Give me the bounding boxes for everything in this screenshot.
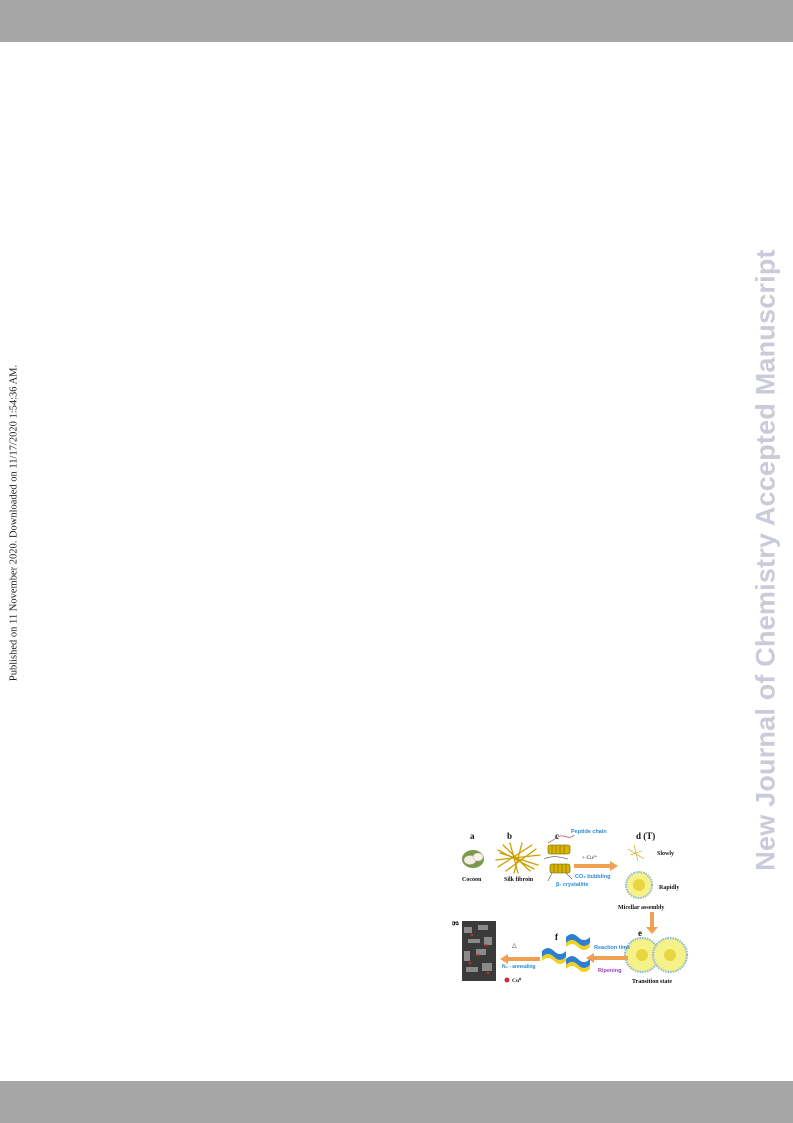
assembly-arrow xyxy=(646,912,658,934)
panel-letter-f: f xyxy=(555,932,559,942)
panel-letter-d: d (T) xyxy=(636,831,655,841)
silk-fibroin-label: Silk fibroin xyxy=(504,877,534,883)
ripening-label: Ripening xyxy=(598,968,622,974)
porous-carbon-illustration xyxy=(462,921,496,981)
n2-annealing-label: N₂ - annealing xyxy=(502,964,536,970)
panel-letter-e: e xyxy=(638,928,642,938)
journal-watermark: New Journal of Chemistry Accepted Manusc… xyxy=(750,249,781,871)
header-bar xyxy=(0,0,793,42)
beta-crystallite-illustration xyxy=(543,834,575,882)
transition-state-label: Transition state xyxy=(632,979,672,985)
cu-ion-label: + Cu²⁺ xyxy=(582,854,598,861)
ripening-arrow xyxy=(586,953,628,963)
synthesis-scheme-figure: a b c d (T) e f g Cocoon Silk fibroin xyxy=(448,815,708,995)
panel-letter-c: c xyxy=(555,831,559,841)
footer-bar xyxy=(0,1081,793,1123)
silk-fibroin-illustration xyxy=(495,842,541,874)
bubbling-arrow xyxy=(574,861,618,871)
peptide-chain-label: Peptide chain xyxy=(571,829,607,835)
rapidly-label: Rapidly xyxy=(659,885,679,891)
beta-crystallite-label: β- crystallite xyxy=(556,882,588,888)
cocoon-illustration xyxy=(462,850,484,868)
cocoon-label: Cocoon xyxy=(462,877,482,883)
publication-note: Published on 11 November 2020. Downloade… xyxy=(8,364,20,682)
slowly-label: Slowly xyxy=(657,851,674,857)
co2-bubbling-label: CO₂ bubbling xyxy=(575,874,610,880)
delta-label: △ xyxy=(512,943,517,949)
panel-letter-a: a xyxy=(470,831,475,841)
annealing-arrow xyxy=(500,954,540,964)
reaction-time-label: Reaction time xyxy=(594,945,630,951)
micelle-illustration xyxy=(625,871,653,899)
cu-particle-icon xyxy=(504,977,510,983)
transition-state-illustration xyxy=(623,936,689,974)
panel-letter-b: b xyxy=(507,831,512,841)
layered-sheets-illustration xyxy=(542,934,590,972)
scheme-graphic: a b c d (T) e f g Cocoon Silk fibroin xyxy=(452,829,689,985)
panel-letter-g: g xyxy=(452,921,462,926)
micellar-assembly-label: Micellar assembly xyxy=(618,905,664,911)
cu-legend-label: Cu⁰ xyxy=(512,977,522,984)
free-chains-illustration xyxy=(627,844,645,862)
